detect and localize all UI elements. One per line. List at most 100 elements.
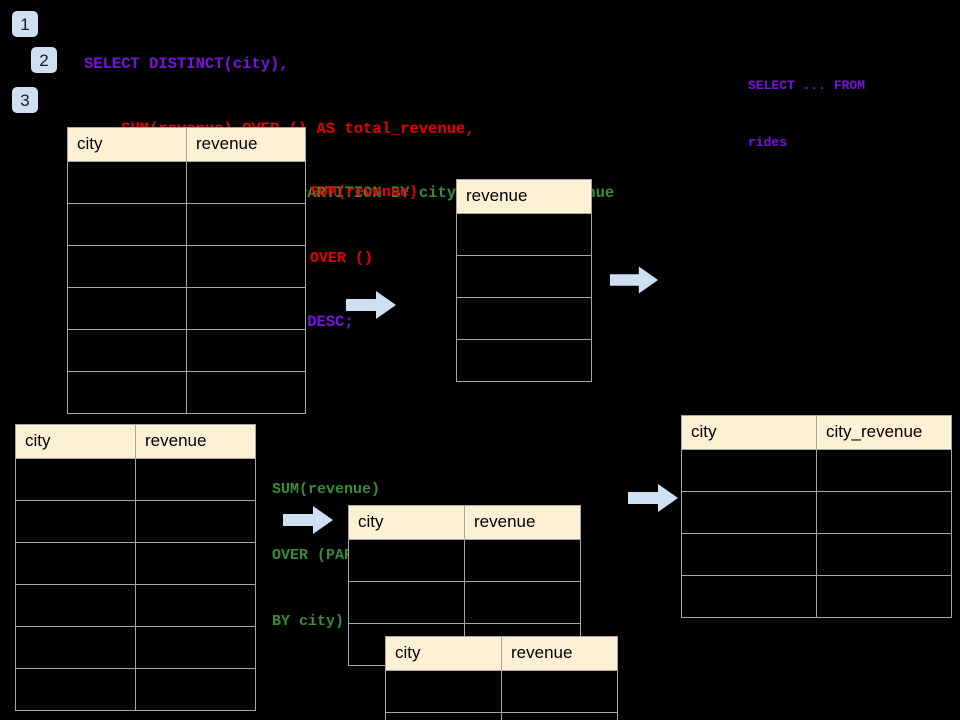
cell-city: [385, 670, 502, 713]
cell-city: [681, 491, 817, 534]
table-row: [681, 533, 952, 576]
annotation-over-empty: SUM(revenue) OVER (): [310, 138, 418, 314]
table-row: [67, 245, 306, 288]
cell-revenue: [464, 581, 581, 624]
source-table-top: city revenue: [67, 127, 306, 414]
annotation-over-empty-line-2: OVER (): [310, 250, 374, 267]
table-row: [681, 449, 952, 492]
cell-city: [15, 626, 136, 669]
table-row: [15, 542, 256, 585]
annotation-over-partition-line-3: BY city): [272, 613, 345, 630]
table-row: [67, 329, 306, 372]
table-row: [385, 712, 618, 720]
cell-revenue: [186, 245, 306, 288]
table-row: [15, 458, 256, 501]
cell-revenue: [135, 542, 256, 585]
step-badge-1-label: 1: [20, 14, 30, 34]
step-badge-3-label: 3: [20, 90, 30, 110]
column-header-revenue: revenue: [464, 505, 581, 540]
table-header-row: city revenue: [67, 127, 306, 162]
cell-revenue: [135, 584, 256, 627]
cell-revenue: [135, 668, 256, 711]
cell-city: [67, 287, 187, 330]
cell-revenue: [456, 297, 592, 340]
table-row: [456, 213, 592, 256]
cell-city-revenue: [816, 575, 952, 618]
annotation-over-partition-line-1: SUM(revenue): [272, 481, 381, 498]
cell-city: [15, 668, 136, 711]
cell-revenue: [501, 670, 618, 713]
cell-revenue: [186, 371, 306, 414]
cell-city: [681, 449, 817, 492]
table-row: [67, 287, 306, 330]
cell-revenue: [456, 255, 592, 298]
column-header-revenue: revenue: [186, 127, 306, 162]
table-row: [348, 581, 581, 624]
table-header-row: city revenue: [385, 636, 618, 671]
cell-city: [348, 581, 465, 624]
cell-revenue: [186, 161, 306, 204]
table-header-row: city revenue: [348, 505, 581, 540]
column-header-city: city: [681, 415, 817, 450]
cell-revenue: [135, 500, 256, 543]
cell-city: [681, 533, 817, 576]
side-note: SELECT ... FROM rides: [748, 38, 865, 190]
step-badge-2: 2: [31, 47, 57, 73]
column-header-city-revenue: city_revenue: [816, 415, 952, 450]
table-row: [15, 500, 256, 543]
arrow-source-to-partition: [283, 506, 333, 534]
arrow-source-to-total: [346, 291, 396, 319]
table-row: [385, 670, 618, 713]
table-header-row: city city_revenue: [681, 415, 952, 450]
cell-city: [15, 458, 136, 501]
cell-city: [67, 371, 187, 414]
cell-revenue: [501, 712, 618, 720]
cell-city: [67, 161, 187, 204]
table-row: [348, 539, 581, 582]
cell-city: [15, 542, 136, 585]
total-revenue-table: revenue: [456, 179, 592, 382]
cell-revenue: [464, 539, 581, 582]
cell-revenue: [135, 458, 256, 501]
column-header-city: city: [67, 127, 187, 162]
cell-city: [15, 584, 136, 627]
column-header-revenue: revenue: [456, 179, 592, 214]
table-header-row: revenue: [456, 179, 592, 214]
step-badge-1: 1: [12, 11, 38, 37]
table-row: [681, 575, 952, 618]
result-table: city city_revenue: [681, 415, 952, 618]
cell-revenue: [186, 203, 306, 246]
table-row: [456, 255, 592, 298]
table-row: [67, 161, 306, 204]
column-header-city: city: [348, 505, 465, 540]
table-row: [67, 203, 306, 246]
table-row: [456, 339, 592, 382]
cell-city: [681, 575, 817, 618]
cell-city: [67, 203, 187, 246]
side-note-line-2: rides: [748, 135, 788, 150]
cell-city: [348, 539, 465, 582]
table-row: [15, 626, 256, 669]
step-badge-2-label: 2: [39, 50, 49, 70]
table-row: [15, 668, 256, 711]
cell-revenue: [456, 339, 592, 382]
cell-revenue: [186, 287, 306, 330]
table-row: [681, 491, 952, 534]
cell-city: [385, 712, 502, 720]
cell-revenue: [186, 329, 306, 372]
table-row: [15, 584, 256, 627]
arrow-partition-to-result: [628, 484, 678, 512]
side-note-line-1: SELECT ... FROM: [748, 78, 866, 93]
step-badge-3: 3: [12, 87, 38, 113]
annotation-over-empty-line-1: SUM(revenue): [310, 184, 419, 201]
table-row: [67, 371, 306, 414]
cell-city-revenue: [816, 491, 952, 534]
source-table-bottom: city revenue: [15, 424, 256, 711]
partition-group-front: city revenue: [385, 636, 618, 720]
sql-line-1: SELECT DISTINCT(city),: [84, 55, 289, 73]
table-row: [456, 297, 592, 340]
cell-city: [67, 329, 187, 372]
cell-city-revenue: [816, 449, 952, 492]
column-header-revenue: revenue: [135, 424, 256, 459]
